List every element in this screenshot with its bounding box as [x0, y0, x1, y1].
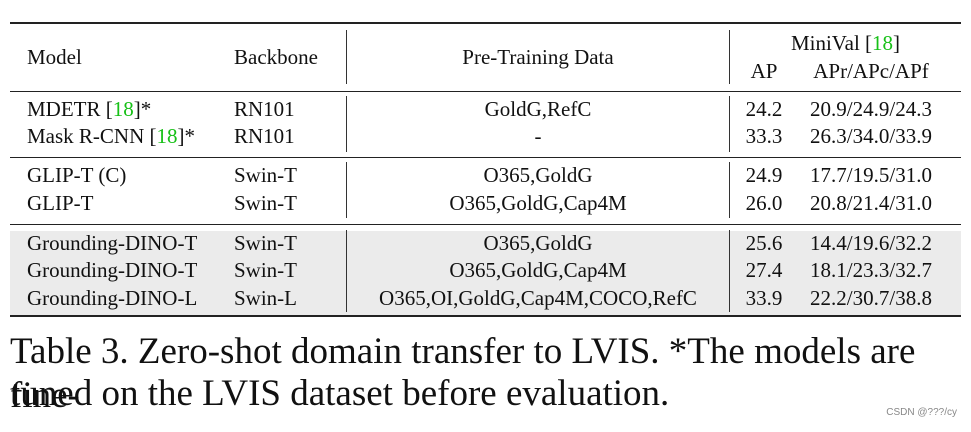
minival-label: MiniVal	[790, 31, 860, 55]
vsep-g3-right	[729, 230, 730, 312]
vsep-header-right	[729, 30, 730, 84]
row-pretrain: O365,OI,GoldG,Cap4M,COCO,RefC	[379, 286, 697, 310]
row-backbone: RN101	[234, 124, 295, 148]
row-model: MDETR [18]*	[27, 97, 152, 121]
row-backbone: Swin-T	[234, 163, 297, 187]
row-aprcf: 20.9/24.9/24.3	[810, 97, 932, 121]
minival-citation[interactable]: 18	[872, 31, 894, 55]
row-backbone: Swin-T	[234, 258, 297, 282]
bottom-rule	[10, 315, 961, 317]
row-model: Grounding-DINO-L	[27, 286, 198, 310]
row-citation[interactable]: 18	[112, 97, 134, 121]
row-pretrain: GoldG,RefC	[484, 97, 592, 121]
watermark: CSDN @???/cy	[886, 407, 957, 418]
row-backbone: Swin-T	[234, 231, 297, 255]
header-minival: MiniVal [18]	[790, 31, 901, 55]
header-rule	[10, 91, 961, 92]
header-backbone: Backbone	[234, 45, 318, 69]
row-citation[interactable]: 18	[156, 124, 178, 148]
row-aprcf: 14.4/19.6/32.2	[810, 231, 932, 255]
row-model: Mask R-CNN [18]*	[27, 124, 196, 148]
row-aprcf: 17.7/19.5/31.0	[810, 163, 932, 187]
vsep-g3-left	[346, 230, 347, 312]
row-model: GLIP-T	[27, 191, 94, 215]
highlight-group-grounding-dino	[10, 231, 961, 315]
row-pretrain: O365,GoldG	[483, 163, 593, 187]
row-backbone: Swin-L	[234, 286, 297, 310]
row-pretrain: -	[534, 124, 542, 148]
row-aprcf: 26.3/34.0/33.9	[810, 124, 932, 148]
row-backbone: Swin-T	[234, 191, 297, 215]
row-model: Grounding-DINO-T	[27, 231, 198, 255]
row-ap: 24.2	[745, 97, 783, 121]
row-pretrain: O365,GoldG	[483, 231, 593, 255]
row-ap: 26.0	[745, 191, 783, 215]
vsep-g1-left	[346, 96, 347, 152]
vsep-header-left	[346, 30, 347, 84]
header-ap: AP	[750, 59, 778, 83]
row-ap: 33.9	[745, 286, 783, 310]
header-pretrain: Pre-Training Data	[462, 45, 614, 69]
vsep-g2-left	[346, 162, 347, 218]
group1-rule	[10, 157, 961, 158]
row-backbone: RN101	[234, 97, 295, 121]
row-ap: 25.6	[745, 231, 783, 255]
vsep-g1-right	[729, 96, 730, 152]
header-aprcf: APr/APc/APf	[813, 59, 929, 83]
row-pretrain: O365,GoldG,Cap4M	[449, 191, 627, 215]
row-aprcf: 20.8/21.4/31.0	[810, 191, 932, 215]
vsep-g2-right	[729, 162, 730, 218]
header-model: Model	[27, 45, 82, 69]
row-model: GLIP-T (C)	[27, 163, 127, 187]
row-pretrain: O365,GoldG,Cap4M	[449, 258, 627, 282]
row-model: Grounding-DINO-T	[27, 258, 198, 282]
table-caption-line1: Table 3. Zero-shot domain transfer to LV…	[10, 331, 916, 416]
row-ap: 24.9	[745, 163, 783, 187]
row-aprcf: 22.2/30.7/38.8	[810, 286, 932, 310]
table-caption-line2: tuned on the LVIS dataset before evaluat…	[10, 373, 670, 414]
group2-rule	[10, 224, 961, 225]
row-aprcf: 18.1/23.3/32.7	[810, 258, 932, 282]
row-ap: 33.3	[745, 124, 783, 148]
row-ap: 27.4	[745, 258, 783, 282]
top-rule	[10, 22, 961, 24]
